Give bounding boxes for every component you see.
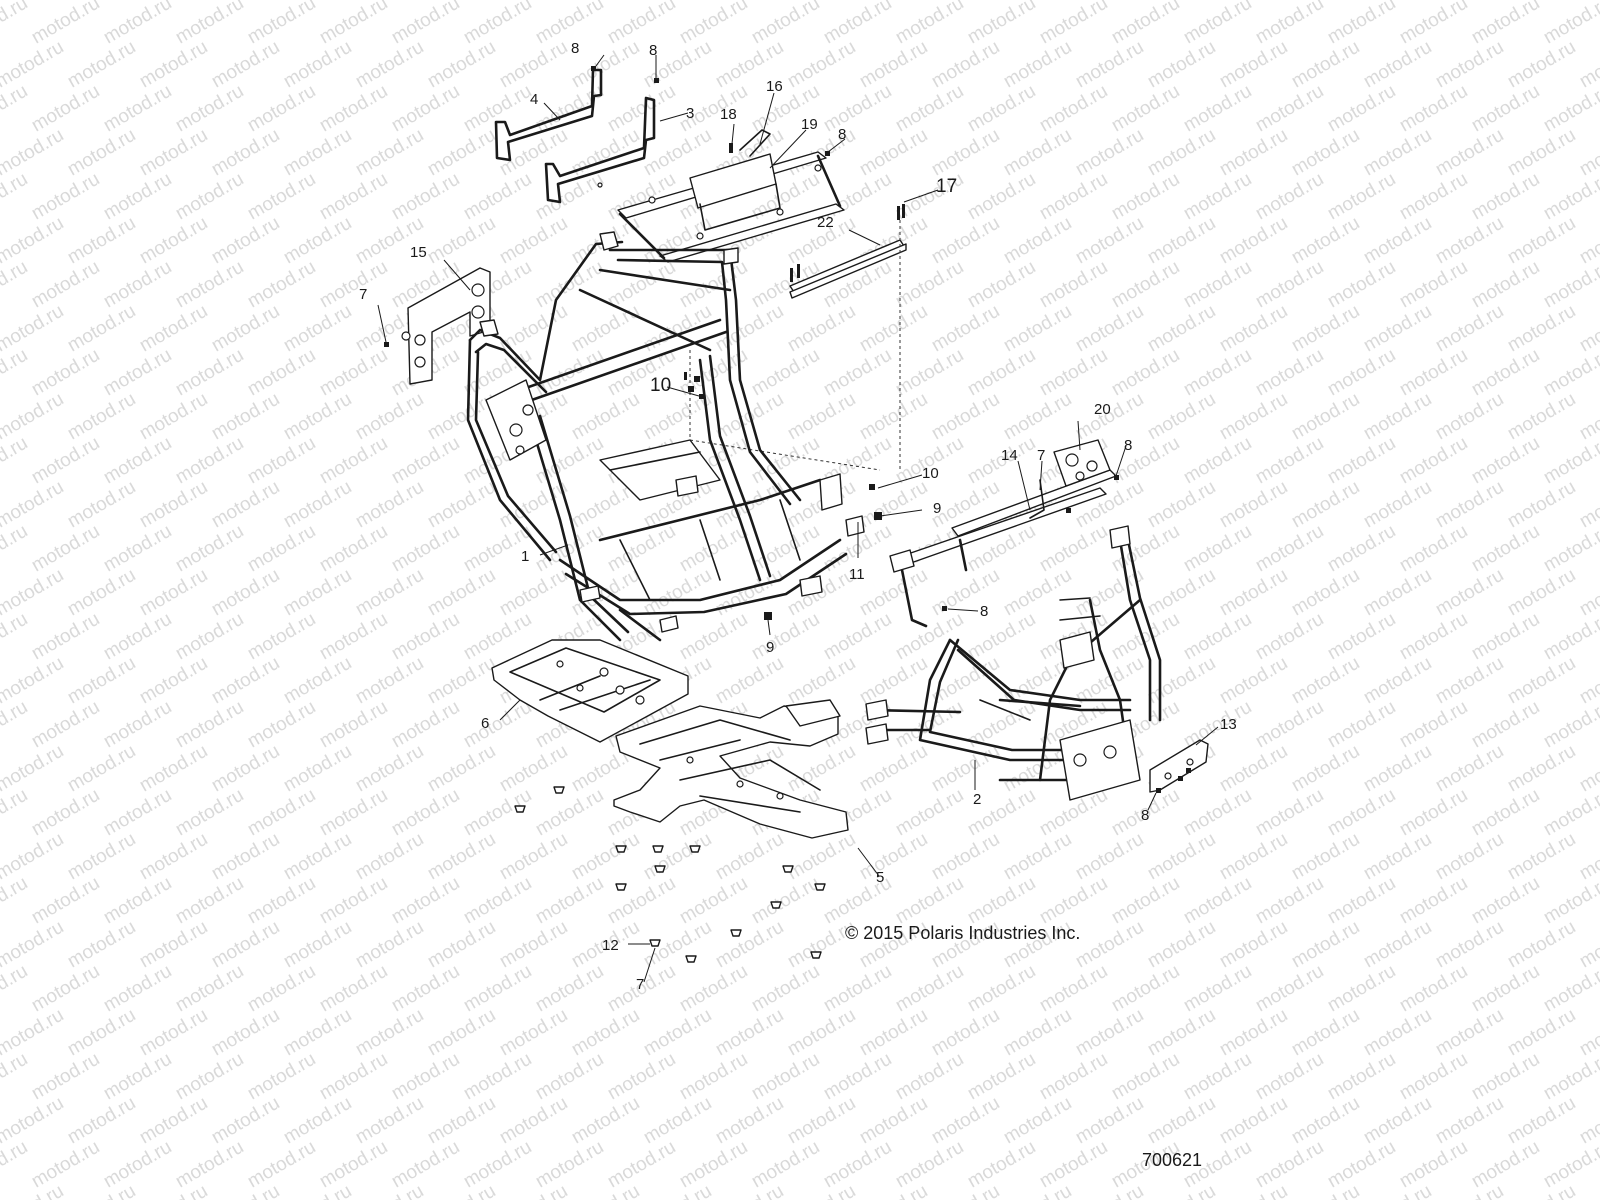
callout-7: 7 <box>1037 447 1046 464</box>
callout-22: 22 <box>817 214 834 231</box>
callout-8: 8 <box>649 42 658 59</box>
fastener-group <box>384 66 1161 963</box>
rear-cross-member <box>889 439 1117 628</box>
callout-7: 7 <box>636 976 645 993</box>
callout-8: 8 <box>1141 807 1150 824</box>
callout-3: 3 <box>686 105 695 122</box>
callout-12: 12 <box>602 937 619 954</box>
rear-frame <box>865 525 1162 801</box>
callout-8: 8 <box>1124 437 1133 454</box>
callout-5: 5 <box>876 869 885 886</box>
skid-plate-rear <box>613 699 849 839</box>
callout-8: 8 <box>571 40 580 57</box>
callout-1: 1 <box>521 548 530 565</box>
callout-20: 20 <box>1094 401 1111 418</box>
main-cage-frame <box>466 231 865 642</box>
callout-16: 16 <box>766 78 783 95</box>
callout-13: 13 <box>1220 716 1237 733</box>
seat-base-frame <box>617 129 845 263</box>
callout-10: 10 <box>650 375 672 396</box>
copyright-notice: © 2015 Polaris Industries Inc. <box>845 923 1081 943</box>
callout-9: 9 <box>933 500 942 517</box>
callout-6: 6 <box>481 715 490 732</box>
callout-8: 8 <box>980 603 989 620</box>
callout-8: 8 <box>838 126 847 143</box>
callout-2: 2 <box>973 791 982 808</box>
skid-plate-front <box>491 639 689 743</box>
mount-plate-13 <box>1149 739 1209 793</box>
callout-18: 18 <box>720 106 737 123</box>
callout-17: 17 <box>936 176 958 197</box>
seat-bracket-left <box>494 68 603 162</box>
diagram-number: 700621 <box>1142 1150 1203 1170</box>
callout-7: 7 <box>359 286 368 303</box>
callout-15: 15 <box>410 244 427 261</box>
seat-bracket-right <box>544 96 656 204</box>
callout-14: 14 <box>1001 447 1018 464</box>
callout-11: 11 <box>849 566 865 583</box>
callout-19: 19 <box>801 116 818 133</box>
leader-lines <box>377 54 1219 983</box>
callout-10: 10 <box>922 465 939 482</box>
bracket-plate-15 <box>401 267 491 385</box>
callout-9: 9 <box>766 639 775 656</box>
callout-4: 4 <box>530 91 539 108</box>
